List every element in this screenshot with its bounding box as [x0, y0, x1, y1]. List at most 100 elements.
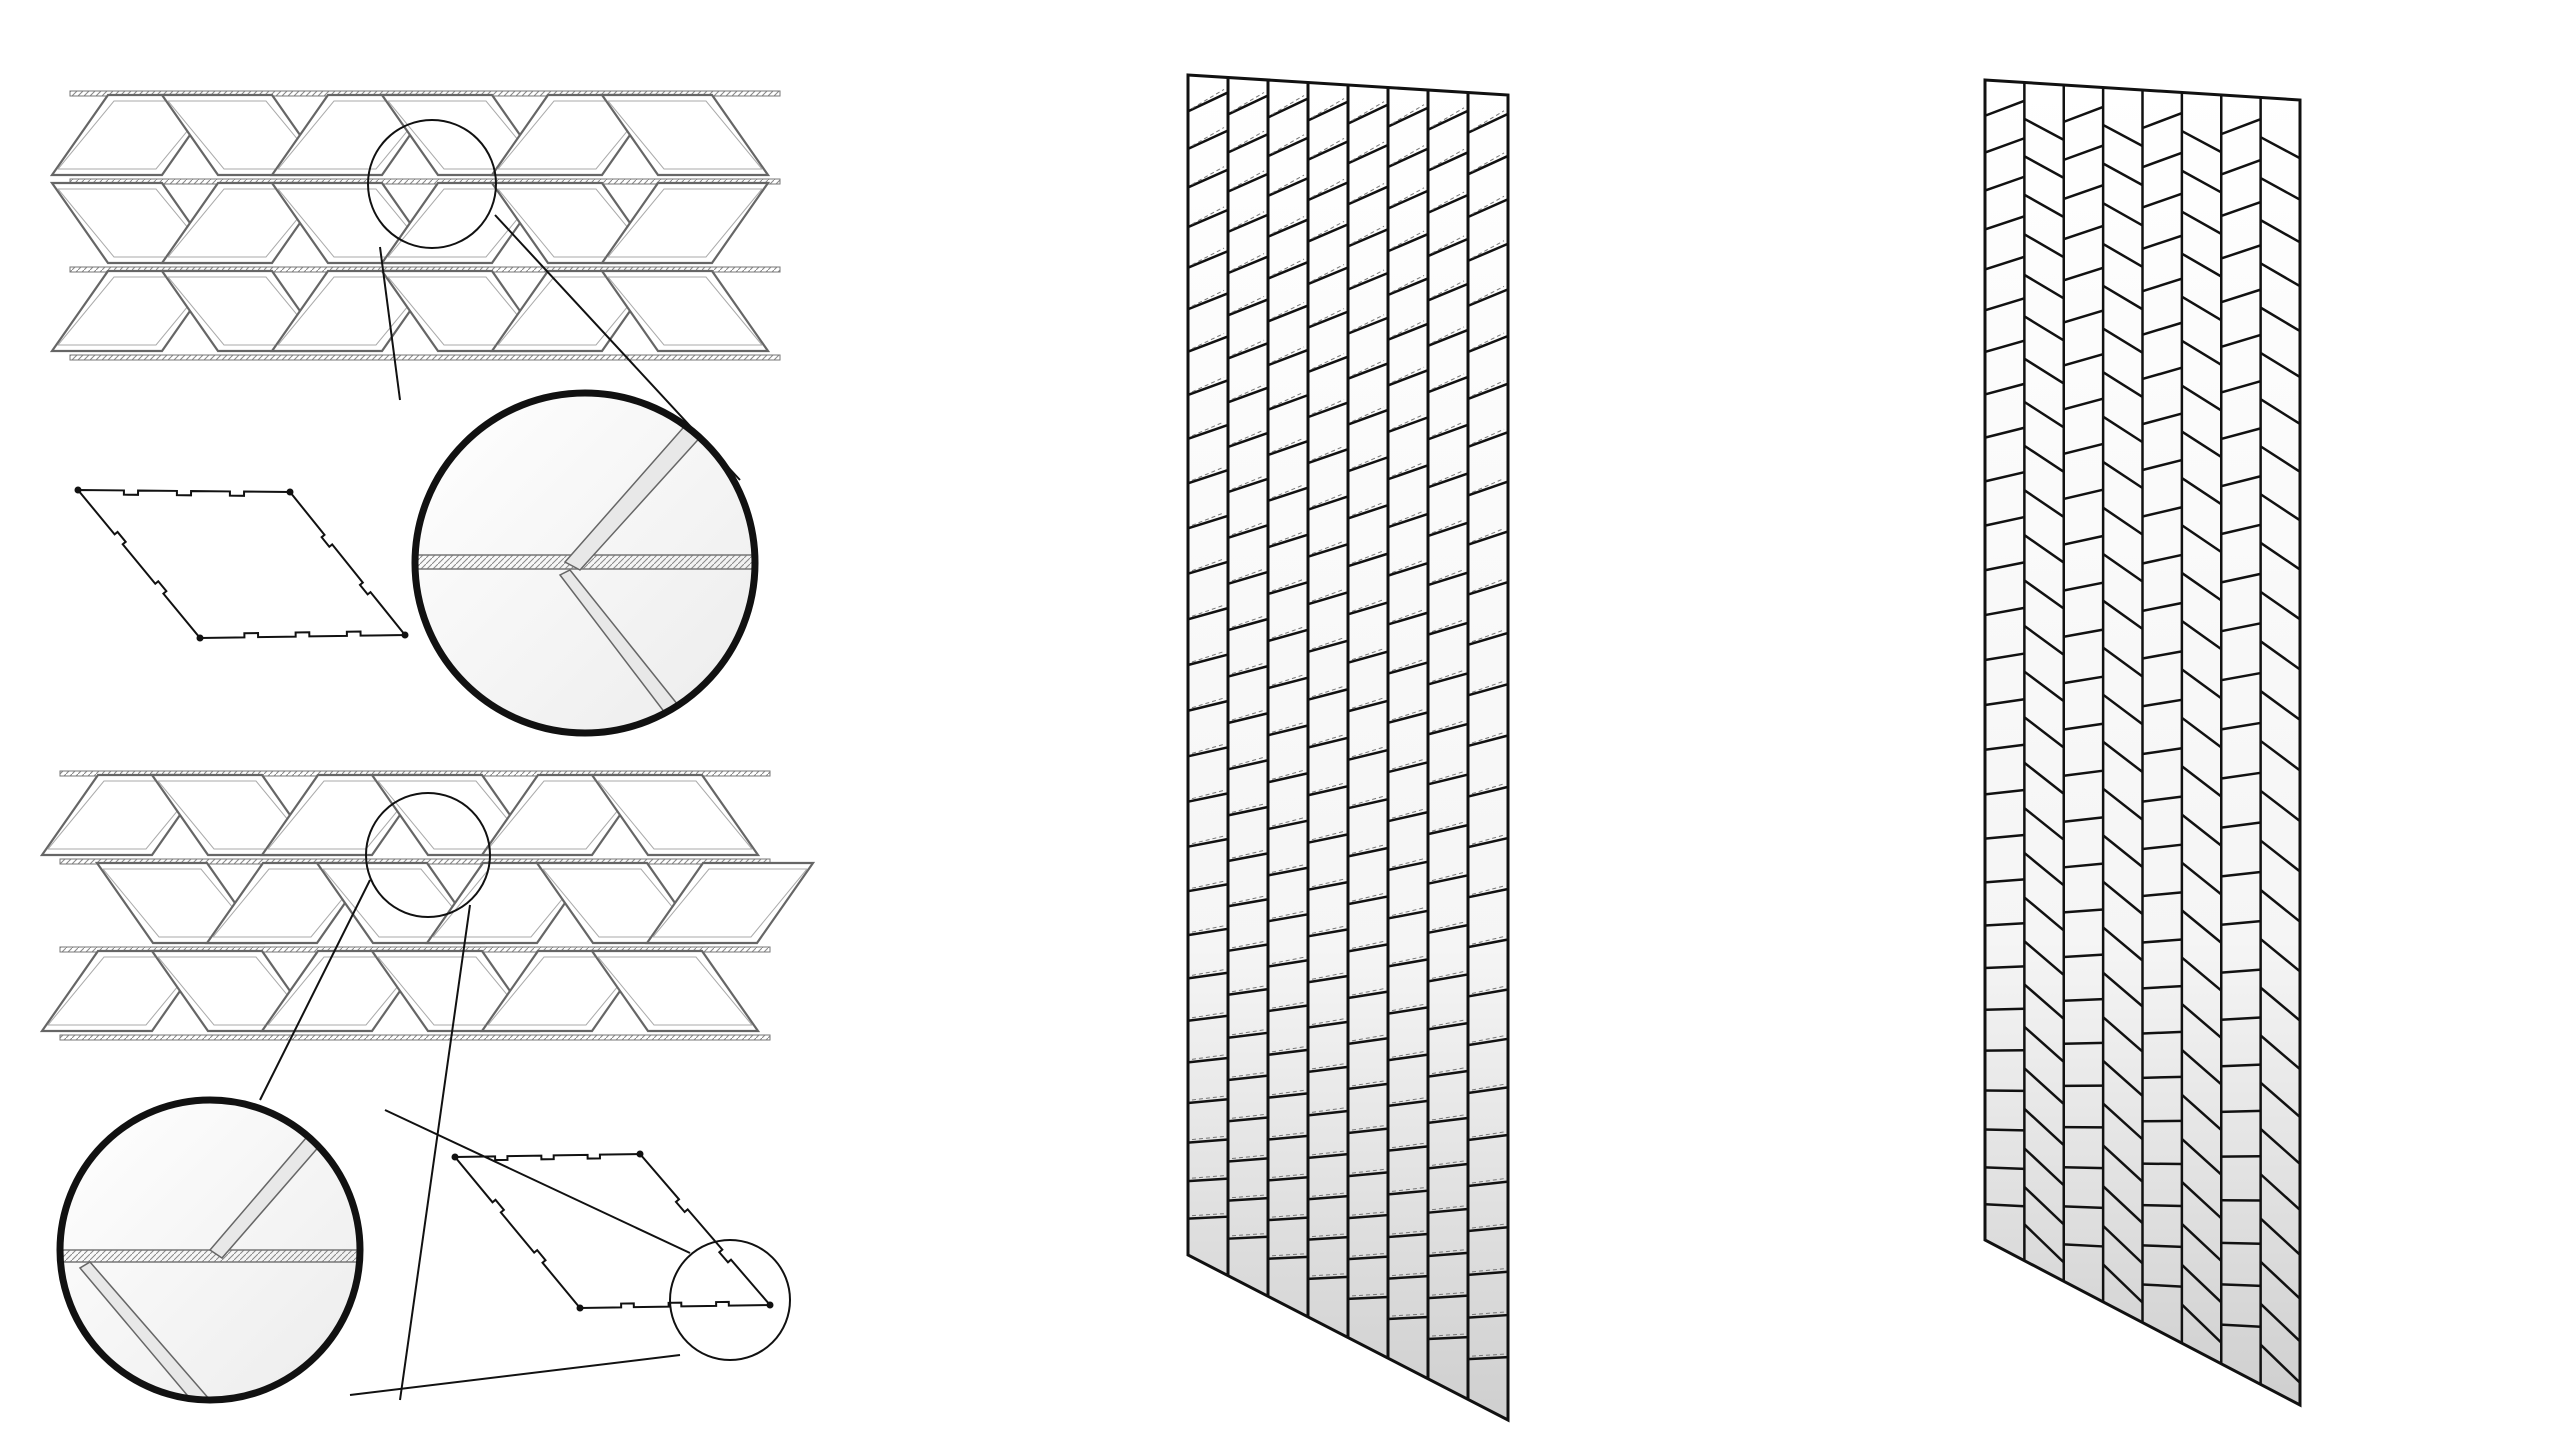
tile-edge-dashed — [1191, 332, 1225, 350]
tile-edge-dashed — [1191, 512, 1225, 526]
column-flat-tiles — [1186, 73, 1510, 1423]
tile-edge — [1984, 426, 2025, 439]
tile-edge — [2102, 1144, 2144, 1183]
rail — [69, 354, 781, 361]
tile-edge-dashed — [1271, 258, 1305, 277]
tile-edge — [2142, 111, 2183, 130]
tile-edge — [2259, 690, 2301, 721]
tile-edge — [1307, 1152, 1349, 1160]
tile-edge — [1307, 140, 1349, 161]
tile-edge — [2063, 224, 2104, 241]
tile-edge — [1187, 560, 1229, 575]
tile-edge — [2259, 398, 2301, 426]
tile-edge-dashed — [1271, 437, 1305, 453]
tile-edge-dashed — [1191, 1213, 1225, 1217]
tile-edge — [2181, 129, 2222, 154]
tile-edge — [1347, 943, 1389, 953]
tile-edge — [1467, 1086, 1509, 1095]
tile-edge-dashed — [1231, 615, 1265, 628]
tile-edge-dashed — [1471, 629, 1505, 643]
tile-edge-dashed — [1351, 1168, 1385, 1174]
tile-edge — [1307, 447, 1349, 465]
tile-edge — [2102, 460, 2144, 490]
tile-edge-dashed — [1311, 1150, 1345, 1156]
tile-edge-dashed — [1431, 569, 1465, 583]
tile-edge-dashed — [1271, 1214, 1305, 1218]
tile-edge-dashed — [1311, 588, 1345, 602]
tile-edge-dashed — [1191, 835, 1225, 845]
tile-edge — [1427, 722, 1469, 736]
tile-edge — [2023, 761, 2065, 795]
tile-edge — [2259, 306, 2301, 333]
tile-edge — [1307, 100, 1349, 122]
tile-edge — [2102, 242, 2144, 268]
tile-edge-dashed — [1391, 907, 1425, 916]
tile-edge-dashed — [1271, 134, 1305, 154]
tile-edge — [1227, 570, 1269, 586]
tile-edge — [1984, 965, 2025, 970]
tile-edge-dashed — [1431, 107, 1465, 128]
tile-edge-dashed — [1231, 985, 1265, 993]
tile-edge — [2063, 581, 2104, 592]
tile-edge — [2142, 698, 2183, 708]
tile-edge — [2102, 880, 2144, 915]
tile-edge-dashed — [1471, 478, 1505, 493]
tile-edge — [1347, 408, 1389, 426]
tile-edge-dashed — [1471, 680, 1505, 693]
tile-edge — [2023, 273, 2065, 300]
tile-edge — [2220, 572, 2261, 584]
tile-edge — [1427, 1207, 1469, 1214]
tile-edge — [1427, 973, 1469, 983]
tile-edge — [1347, 362, 1389, 380]
tile-edge-dashed — [1351, 269, 1385, 287]
tile-edge — [2102, 415, 2144, 444]
tile-edge-dashed — [1471, 783, 1505, 795]
tile-edge — [1307, 181, 1349, 202]
tile-edge — [1984, 606, 2025, 617]
tile-edge — [1387, 561, 1429, 577]
tile-edge — [1267, 1092, 1309, 1099]
tile-edge — [1467, 112, 1509, 134]
tile-edge — [1267, 533, 1309, 549]
tile-edge — [1984, 215, 2025, 231]
tile-edge — [2142, 843, 2183, 851]
tile-edge-dashed — [1431, 921, 1465, 931]
tile-edge — [1387, 1145, 1429, 1152]
tile-edge — [1387, 810, 1429, 823]
tile-edge-dashed — [1471, 110, 1505, 131]
tile-edge — [1984, 339, 2025, 354]
tile-edge-dashed — [1191, 697, 1225, 709]
tile-edge — [2181, 339, 2222, 366]
tile-edge — [2181, 524, 2222, 554]
tile-edge — [1467, 154, 1509, 176]
tile-edge-dashed — [1391, 366, 1425, 383]
magnifier-connector — [349, 1354, 681, 1396]
tile-edge — [2259, 1034, 2301, 1071]
tile-edge — [1387, 416, 1429, 434]
tile-edge — [1347, 895, 1389, 906]
tile-edge-dashed — [1271, 346, 1305, 363]
tile-edge — [1267, 1176, 1309, 1182]
tile-edge — [2221, 622, 2261, 633]
tile-edge — [2023, 1185, 2065, 1226]
tile-edge — [1427, 282, 1469, 302]
tile-vertex — [196, 634, 204, 642]
tile-edge — [1387, 232, 1429, 253]
tile-edge — [2221, 721, 2261, 731]
tile-edge — [2063, 353, 2104, 367]
tile-edge — [1427, 874, 1469, 885]
tile-edge — [1427, 328, 1469, 347]
tile-edge-dashed — [1191, 1012, 1225, 1019]
tile-edge-dashed — [1271, 174, 1305, 194]
tile-edge-dashed — [1391, 413, 1425, 430]
tile-edge — [1347, 1213, 1389, 1220]
tile-edge — [1347, 846, 1389, 858]
tile-edge-dashed — [1311, 540, 1345, 555]
tile-edge-dashed — [1471, 1353, 1505, 1357]
tile-edge — [1387, 958, 1429, 968]
tile-edge — [2142, 747, 2183, 756]
tile-edge — [1467, 1355, 1509, 1361]
tile-edge-dashed — [1191, 1135, 1225, 1141]
tile-vertex — [451, 1153, 459, 1161]
